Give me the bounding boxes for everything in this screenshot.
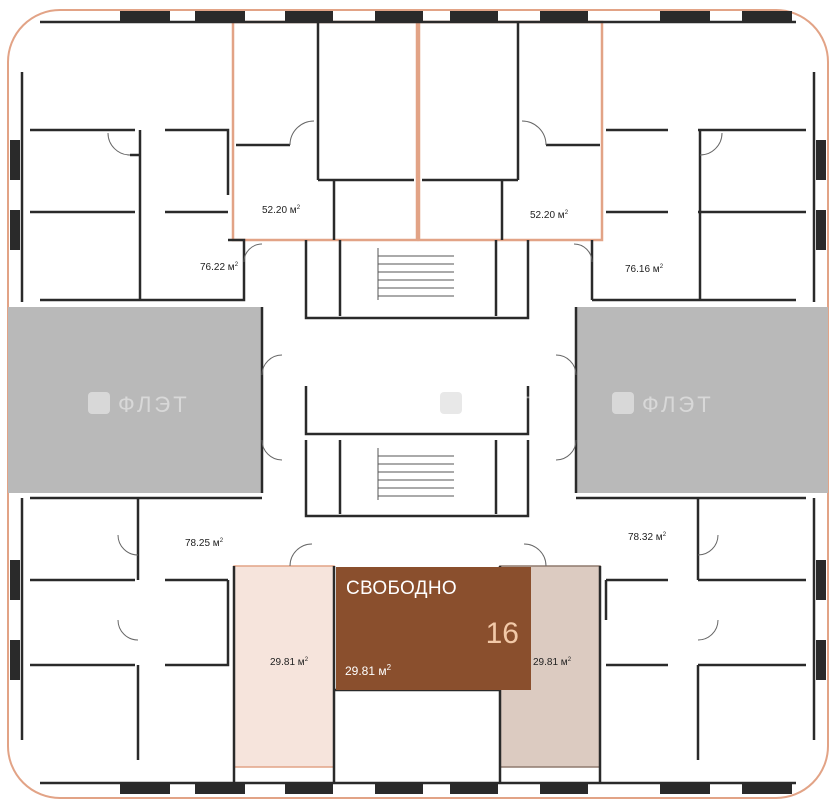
flat-logo-icon — [440, 392, 462, 414]
walls — [20, 20, 816, 785]
doors — [107, 120, 723, 641]
svg-text:ФЛЭТ: ФЛЭТ — [642, 392, 714, 417]
apartment-area: 29.81 м2 — [345, 663, 392, 678]
area-label-nw: 76.22 м2 — [200, 262, 239, 273]
svg-text:ФЛЭТ: ФЛЭТ — [470, 392, 542, 417]
area-label-n-left: 52.20 м2 — [262, 205, 301, 216]
area-label-s-right: 29.81 м2 — [533, 657, 572, 668]
stairs-lower — [377, 448, 454, 500]
area-label-s-left: 29.81 м2 — [270, 657, 309, 668]
watermark-right: ФЛЭТ — [612, 392, 714, 417]
corridor-west — [8, 307, 262, 493]
watermark-left: ФЛЭТ — [88, 392, 190, 417]
area-label-se: 78.32 м2 — [628, 532, 667, 543]
selected-apartment-card[interactable]: СВОБОДНО 16 29.81 м2 — [336, 567, 531, 690]
area-label-n-right: 52.20 м2 — [530, 210, 569, 221]
corridor-east — [576, 307, 828, 493]
area-label-sw: 78.25 м2 — [185, 538, 224, 549]
svg-text:ФЛЭТ: ФЛЭТ — [118, 392, 190, 417]
stairs-upper — [377, 248, 454, 300]
area-label-ne: 76.16 м2 — [625, 264, 664, 275]
flat-logo-icon — [612, 392, 634, 414]
availability-status: СВОБОДНО — [346, 578, 457, 599]
watermark-center: ФЛЭТ — [440, 392, 542, 417]
apartment-number: 16 — [485, 617, 519, 650]
windows — [10, 11, 826, 794]
flat-logo-icon — [88, 392, 110, 414]
